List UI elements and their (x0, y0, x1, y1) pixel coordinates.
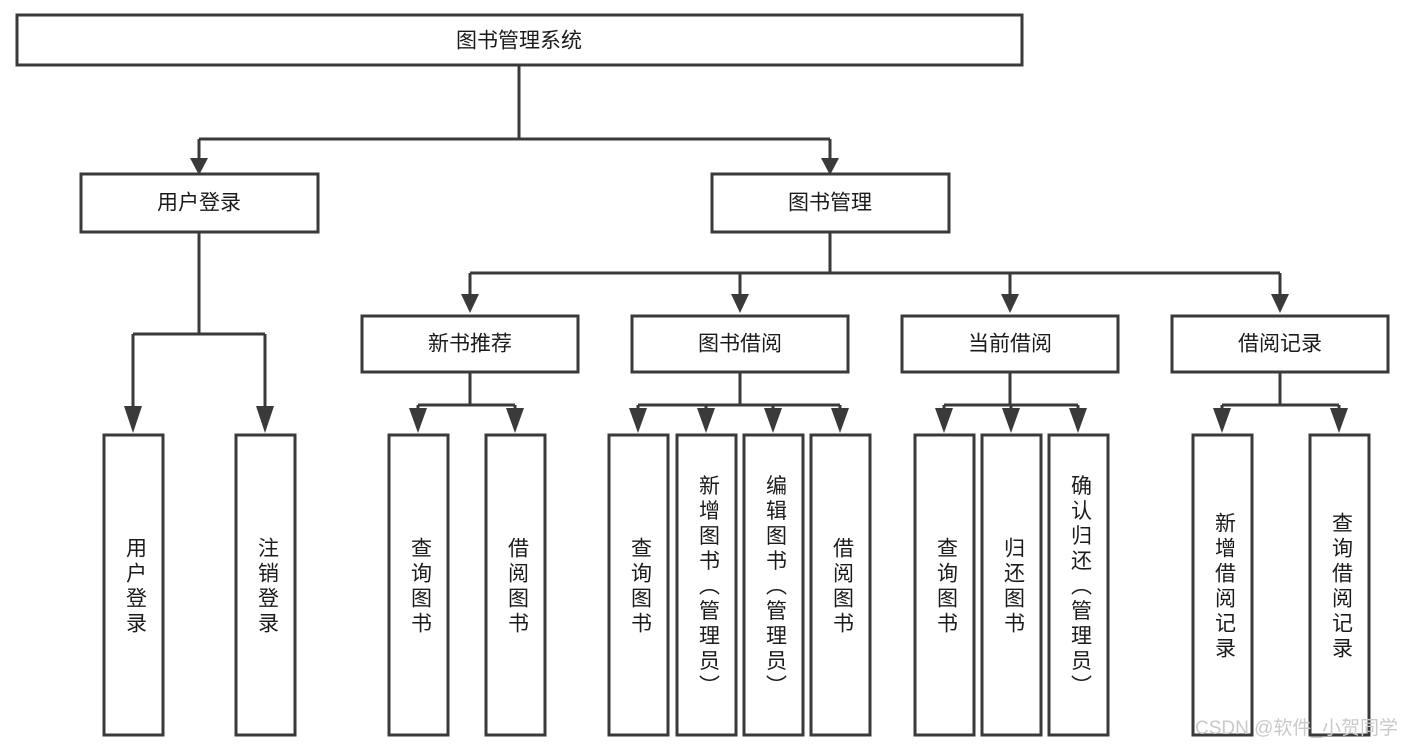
node-leaf-current-borrow-1-box[interactable] (980, 433, 1043, 737)
node-leaf-book-borrow-3-label: 借阅图书 (830, 537, 854, 633)
arrow-head-user-login (190, 158, 208, 175)
node-leaf-book-borrow-1-label: 新增图书（管理员） (696, 475, 720, 696)
node-leaf-current-borrow-2[interactable]: 确认归还（管理员） (1047, 433, 1110, 737)
arrow-head-bb-leaf-1 (697, 408, 715, 433)
node-new-book-recommend-label: 新书推荐 (428, 333, 512, 356)
node-leaf-current-borrow-0-box[interactable] (913, 433, 976, 737)
node-leaf-current-borrow-0-label: 查询图书 (934, 537, 958, 633)
node-leaf-new-book-recommend-0[interactable]: 查询图书 (387, 433, 450, 737)
node-book-borrow-box[interactable] (630, 314, 850, 374)
node-book-manage-box[interactable] (710, 172, 951, 234)
connector-group-user-login (124, 232, 274, 433)
node-leaf-current-borrow-1[interactable]: 归还图书 (980, 433, 1043, 737)
arrow-head-ul-leaf-1 (256, 406, 274, 433)
node-leaf-current-borrow-2-label: 确认归还（管理员） (1068, 475, 1092, 696)
node-leaf-book-borrow-2[interactable]: 编辑图书（管理员） (742, 433, 805, 737)
node-leaf-current-borrow-2-box[interactable] (1047, 433, 1110, 737)
node-leaf-book-borrow-3-box[interactable] (809, 433, 872, 737)
node-leaf-user-login-0-box[interactable] (102, 433, 165, 737)
node-leaf-book-borrow-3[interactable]: 借阅图书 (809, 433, 872, 737)
node-leaf-user-login-1-label: 注销登录 (255, 537, 279, 633)
node-root[interactable]: 图书管理系统 (15, 13, 1024, 67)
node-leaf-new-book-recommend-0-box[interactable] (387, 433, 450, 737)
arrow-head-new-book-recommend (461, 294, 479, 313)
arrow-head-bb-leaf-0 (629, 408, 647, 433)
node-leaf-borrow-record-0-label: 新增借阅记录 (1212, 512, 1236, 658)
node-book-borrow-label: 图书借阅 (698, 333, 782, 356)
node-leaf-book-borrow-0-box[interactable] (607, 433, 670, 737)
node-leaf-user-login-0[interactable]: 用户登录 (102, 433, 165, 737)
node-leaf-borrow-record-0-box[interactable] (1191, 433, 1254, 737)
watermark-label: CSDN @软件_小贺同学 (1195, 717, 1398, 739)
connector-group-root (190, 65, 839, 175)
arrow-head-book-borrow (731, 294, 749, 313)
node-book-manage[interactable]: 图书管理 (710, 172, 951, 234)
node-leaf-book-borrow-0-label: 查询图书 (628, 537, 652, 633)
node-leaf-new-book-recommend-1-box[interactable] (484, 433, 547, 737)
node-current-borrow-box[interactable] (900, 314, 1120, 374)
node-new-book-recommend-box[interactable] (360, 314, 580, 374)
node-user-login[interactable]: 用户登录 (79, 172, 320, 234)
node-leaf-new-book-recommend-0-label: 查询图书 (408, 537, 432, 633)
node-leaf-user-login-1-box[interactable] (234, 433, 297, 737)
arrow-head-current-borrow (1001, 294, 1019, 313)
arrow-head-nbr-leaf-0 (409, 408, 427, 433)
arrow-head-br-leaf-1 (1330, 408, 1348, 433)
arrow-head-book-manage (821, 158, 839, 175)
node-leaf-user-login-1[interactable]: 注销登录 (234, 433, 297, 737)
node-root-box[interactable] (15, 13, 1024, 67)
node-current-borrow[interactable]: 当前借阅 (900, 314, 1120, 374)
node-book-manage-label: 图书管理 (788, 192, 872, 215)
node-borrow-record-label: 借阅记录 (1238, 333, 1322, 356)
node-leaf-book-borrow-2-label: 编辑图书（管理员） (763, 475, 787, 696)
node-new-book-recommend[interactable]: 新书推荐 (360, 314, 580, 374)
node-user-login-label: 用户登录 (157, 192, 241, 215)
node-leaf-borrow-record-0[interactable]: 新增借阅记录 (1191, 433, 1254, 737)
arrow-head-borrow-record (1271, 294, 1289, 313)
node-leaf-borrow-record-1-box[interactable] (1308, 433, 1371, 737)
arrow-head-nbr-leaf-1 (506, 408, 524, 433)
node-leaf-new-book-recommend-1-label: 借阅图书 (505, 537, 529, 633)
node-current-borrow-label: 当前借阅 (968, 333, 1052, 356)
connector-group-book-borrow (629, 372, 849, 433)
node-leaf-book-borrow-1-box[interactable] (675, 433, 738, 737)
node-leaf-book-borrow-1[interactable]: 新增图书（管理员） (675, 433, 738, 737)
connector-group-new-book-recommend (409, 372, 524, 433)
node-book-borrow[interactable]: 图书借阅 (630, 314, 850, 374)
arrow-head-cb-leaf-1 (1002, 408, 1020, 433)
connector-group-borrow-record (1213, 372, 1348, 433)
node-leaf-borrow-record-1[interactable]: 查询借阅记录 (1308, 433, 1371, 737)
node-root-label: 图书管理系统 (456, 30, 582, 53)
node-leaf-book-borrow-0[interactable]: 查询图书 (607, 433, 670, 737)
arrow-head-bb-leaf-3 (831, 408, 849, 433)
connector-group-book-manage (461, 232, 1289, 313)
arrow-head-cb-leaf-0 (935, 408, 953, 433)
node-leaf-current-borrow-1-label: 归还图书 (1001, 537, 1025, 633)
node-leaf-current-borrow-0[interactable]: 查询图书 (913, 433, 976, 737)
node-borrow-record[interactable]: 借阅记录 (1170, 314, 1390, 374)
arrow-head-bb-leaf-2 (764, 408, 782, 433)
arrow-head-cb-leaf-2 (1069, 408, 1087, 433)
node-leaf-borrow-record-1-label: 查询借阅记录 (1329, 512, 1353, 658)
node-leaf-user-login-0-label: 用户登录 (123, 537, 147, 633)
connector-group-current-borrow (935, 372, 1087, 433)
node-user-login-box[interactable] (79, 172, 320, 234)
arrow-head-br-leaf-0 (1213, 408, 1231, 433)
arrow-head-ul-leaf-0 (124, 406, 142, 433)
node-leaf-book-borrow-2-box[interactable] (742, 433, 805, 737)
node-borrow-record-box[interactable] (1170, 314, 1390, 374)
node-leaf-new-book-recommend-1[interactable]: 借阅图书 (484, 433, 547, 737)
